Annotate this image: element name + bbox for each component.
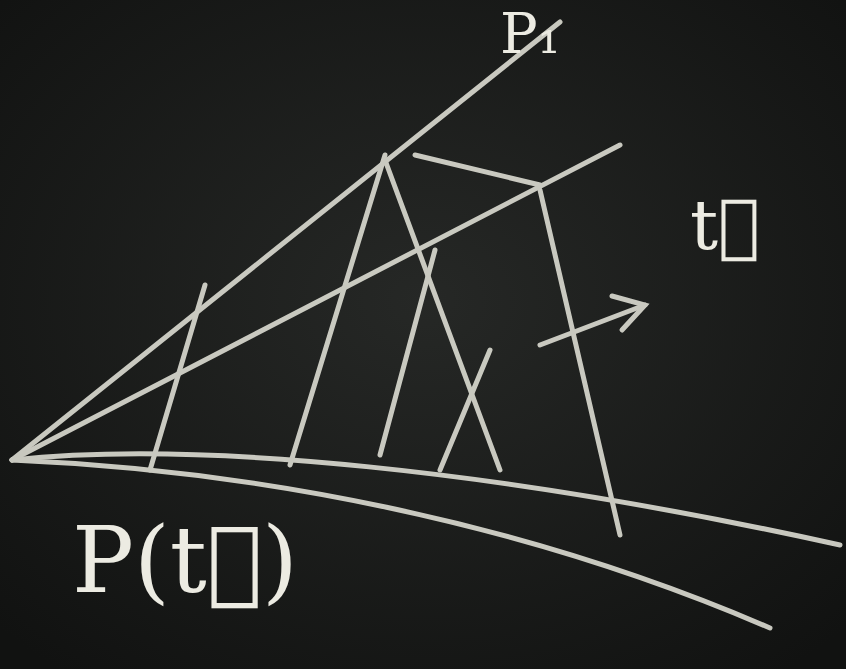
- base-curve: [12, 460, 770, 628]
- ruling-line: [415, 155, 540, 185]
- ruling-line: [440, 350, 490, 470]
- ruling-line: [385, 160, 500, 470]
- point-label: P₁: [500, 6, 560, 62]
- vector-label: t⃗: [690, 190, 760, 260]
- point-label: P(t⃗): [72, 515, 298, 607]
- generator-line: [12, 22, 560, 460]
- arrow-head: [612, 296, 645, 330]
- ruling-line: [290, 155, 385, 465]
- ruling-line: [150, 285, 205, 470]
- generator-line: [12, 145, 620, 460]
- ruling-line: [380, 250, 435, 455]
- ruling-line: [540, 190, 620, 535]
